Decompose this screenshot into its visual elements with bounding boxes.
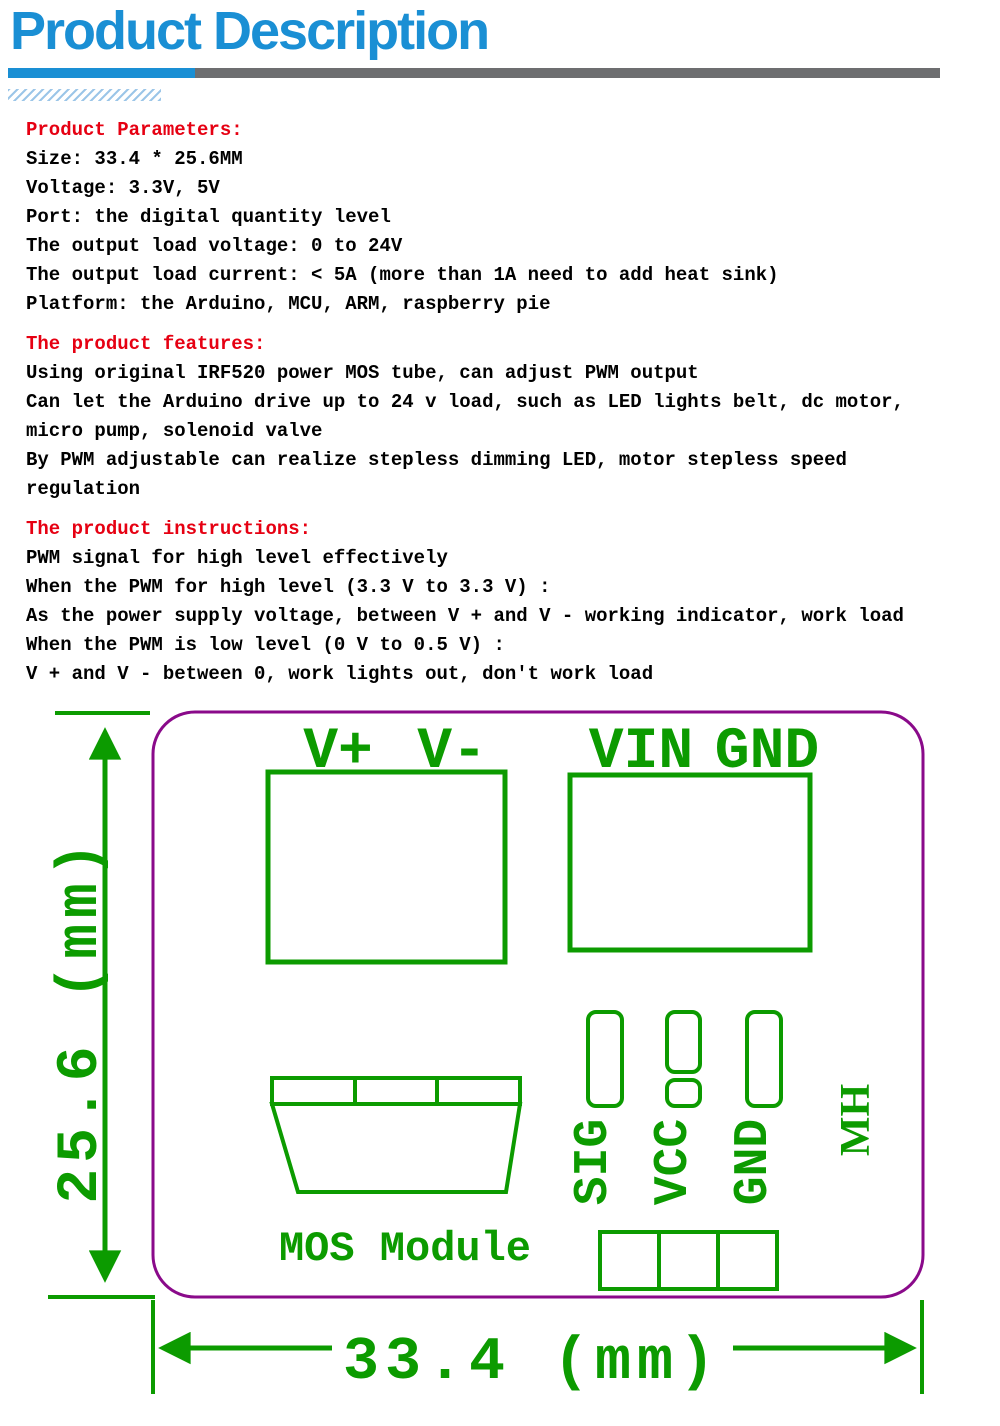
- instructions-line: When the PWM is low level (0 V to 0.5 V)…: [26, 634, 505, 656]
- parameters-line: The output load voltage: 0 to 24V: [26, 235, 403, 257]
- vcc-pin-label: VCC: [647, 1119, 701, 1205]
- parameters-line: The output load current: < 5A (more than…: [26, 264, 779, 286]
- instructions-line: When the PWM for high level (3.3 V to 3.…: [26, 576, 551, 598]
- vminus-label: V-: [417, 720, 487, 785]
- terminal-block-right: [567, 772, 813, 953]
- instructions-line: PWM signal for high level effectively: [26, 547, 448, 569]
- board-outline: [151, 710, 925, 1299]
- features-line: Using original IRF520 power MOS tube, ca…: [26, 362, 699, 384]
- features-line: regulation: [26, 478, 141, 500]
- sig-pin-label: SIG: [567, 1119, 621, 1205]
- section-heading-features: The product features:: [26, 333, 266, 355]
- pad-gnd: [745, 1010, 783, 1108]
- pad-sig: [586, 1010, 624, 1108]
- title-underline: [8, 68, 940, 78]
- brand-label: MH: [833, 1084, 879, 1156]
- title-underline-accent: [8, 68, 195, 78]
- pad-vcc-top: [665, 1010, 702, 1074]
- content: Product Parameters: Size: 33.4 * 25.6MM …: [26, 116, 986, 689]
- section-heading-instructions: The product instructions:: [26, 518, 312, 540]
- pin-header-box-1: [598, 1230, 661, 1291]
- parameters-line: Size: 33.4 * 25.6MM: [26, 148, 243, 170]
- module-dimension-diagram: V+ V- VIN GND MOS Module SIG VCC GND MH …: [48, 710, 925, 1397]
- hatch-decoration: [8, 89, 161, 101]
- mos-module-label: MOS Module: [279, 1225, 531, 1273]
- width-dim-label: 33.4 (mm): [343, 1329, 721, 1397]
- parameters-line: Platform: the Arduino, MCU, ARM, raspber…: [26, 293, 551, 315]
- features-line: micro pump, solenoid valve: [26, 420, 323, 442]
- parameters-line: Voltage: 3.3V, 5V: [26, 177, 220, 199]
- pad-vcc-bottom: [665, 1078, 702, 1108]
- pin-header-box-2: [657, 1230, 720, 1291]
- section-heading-parameters: Product Parameters:: [26, 119, 243, 141]
- features-line: By PWM adjustable can realize stepless d…: [26, 449, 847, 471]
- features-line: Can let the Arduino drive up to 24 v loa…: [26, 391, 904, 413]
- mosfet-body: [269, 1102, 523, 1194]
- mosfet-tab: [270, 1076, 522, 1106]
- gnd-pin-label: GND: [727, 1119, 781, 1205]
- parameters-line: Port: the digital quantity level: [26, 206, 391, 228]
- instructions-line: V + and V - between 0, work lights out, …: [26, 663, 654, 685]
- pin-header-box-3: [716, 1230, 779, 1291]
- height-dim-label: 25.6 (mm): [49, 836, 114, 1203]
- vplus-label: V+: [303, 720, 373, 785]
- instructions-line: As the power supply voltage, between V +…: [26, 605, 904, 627]
- terminal-block-left: [265, 769, 508, 965]
- page-title: Product Description: [10, 1, 490, 61]
